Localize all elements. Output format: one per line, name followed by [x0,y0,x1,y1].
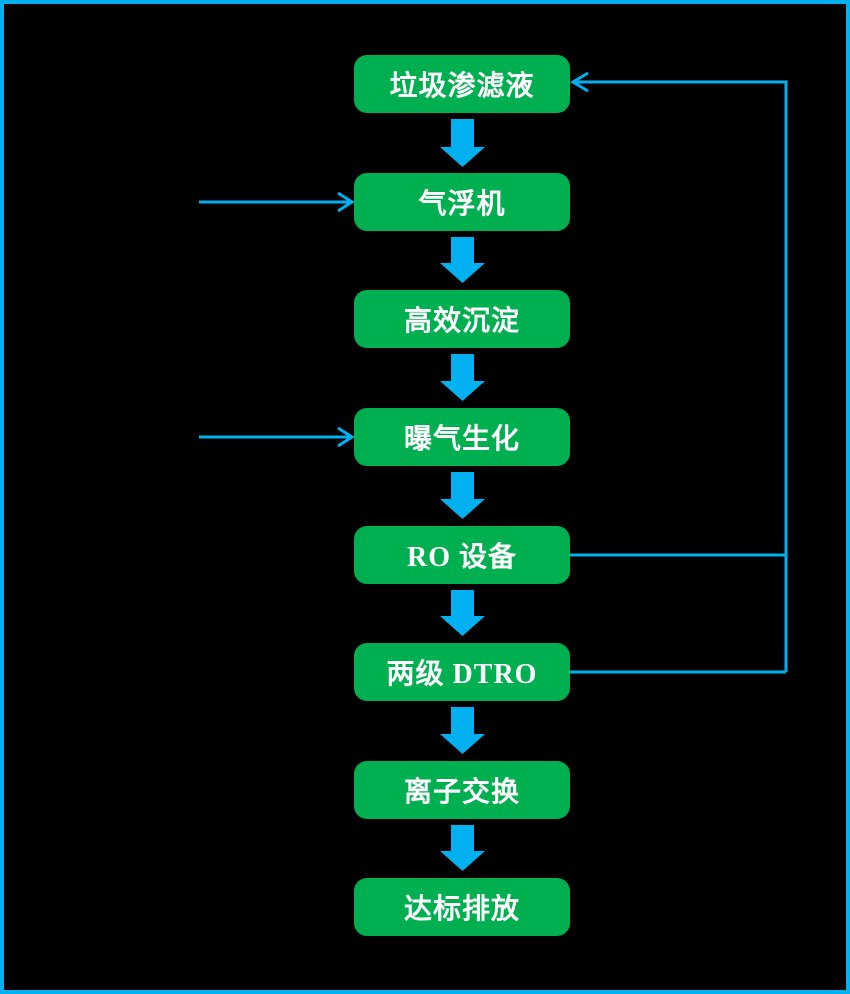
node-ion-exchange: 离子交换 [354,761,570,819]
down-arrow-3 [440,354,485,401]
node-leachate: 垃圾渗滤液 [354,55,570,113]
node-leachate-label: 垃圾渗滤液 [389,71,535,102]
node-air-flotation-label: 气浮机 [418,189,506,220]
connector-layer [199,71,788,871]
node-high-efficiency-sedimentation-label: 高效沉淀 [403,306,520,337]
node-two-stage-dtro-label: 两级 DTRO [386,659,538,690]
down-arrow-7 [440,825,485,871]
input-arrowhead-air-flotation-icon [337,191,355,213]
node-ion-exchange-label: 离子交换 [403,777,520,808]
recycle-return-line [576,80,788,672]
node-standard-discharge: 达标排放 [354,878,570,936]
down-arrow-4 [440,472,485,519]
node-ro-equipment-label: RO 设备 [406,542,517,573]
down-arrow-5 [440,590,485,636]
input-arrowhead-aeration-icon [337,426,355,448]
node-standard-discharge-label: 达标排放 [403,894,520,925]
node-high-efficiency-sedimentation: 高效沉淀 [354,290,570,348]
node-two-stage-dtro: 两级 DTRO [354,643,570,701]
node-air-flotation: 气浮机 [354,173,570,231]
down-arrow-6 [440,707,485,754]
recycle-arrowhead-icon [570,71,589,93]
node-ro-equipment: RO 设备 [354,526,570,584]
node-aeration-biochemical: 曝气生化 [354,408,570,466]
down-arrow-2 [440,237,485,283]
down-arrow-1 [440,119,485,167]
node-aeration-biochemical-label: 曝气生化 [403,424,520,455]
